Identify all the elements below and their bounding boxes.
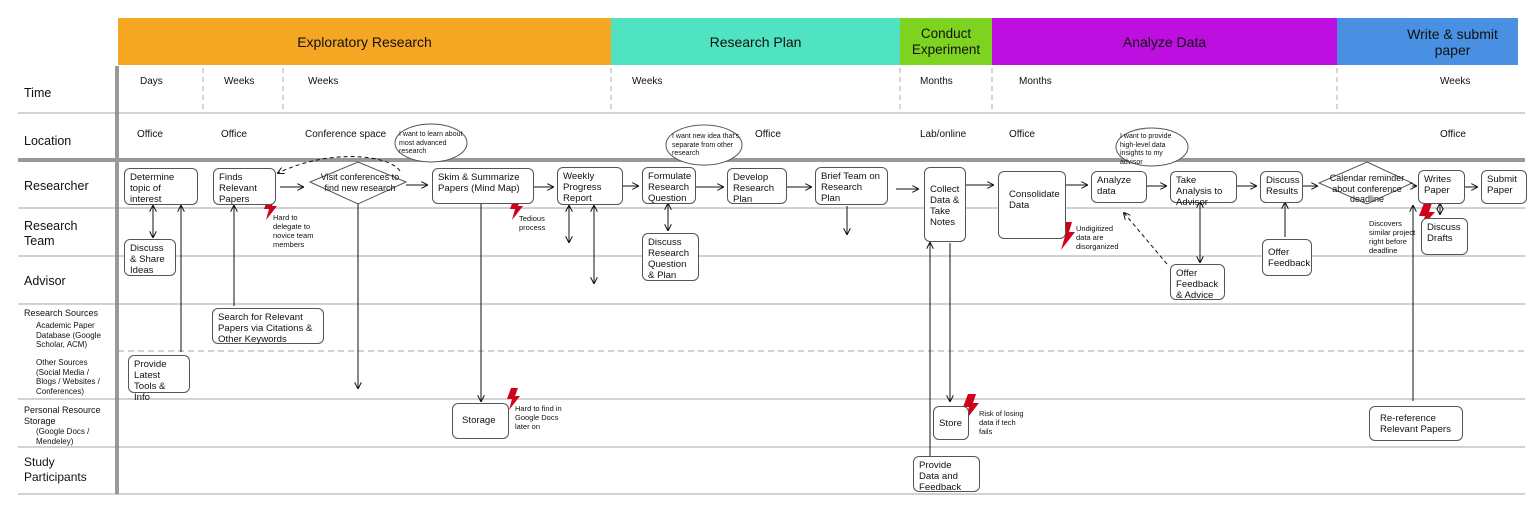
step-discuss-results: Discuss Results [1260, 171, 1303, 203]
step-analyze-data: Analyze data [1091, 171, 1147, 203]
pain-note-delegate: Hard to delegate to novice team members [273, 213, 314, 249]
step-offer-feedback-advice: Offer Feedback & Advice [1170, 264, 1225, 301]
step-store: Store [933, 406, 969, 440]
step-search-citations: Search for Relevant Papers via Citations… [212, 308, 324, 345]
time-cell: Months [920, 76, 953, 87]
time-cell: Weeks [1440, 76, 1471, 87]
thought-bubble-learn [394, 123, 468, 163]
phase-analyze-data: Analyze Data [992, 18, 1337, 65]
location-cell: Lab/online [920, 129, 967, 140]
left-rail [115, 66, 119, 494]
pain-note-tedious: Tedious process [519, 214, 546, 232]
time-cell: Days [140, 76, 163, 87]
row-label-academic-db: Academic Paper Database (Google Scholar,… [36, 321, 101, 349]
location-cell: Office [1440, 129, 1466, 140]
phase-research-plan: Research Plan [611, 18, 900, 65]
row-label-time: Time [24, 86, 52, 100]
phase-conduct-experiment: Conduct Experiment [900, 18, 992, 65]
thought-bubble-insights [1115, 127, 1189, 167]
pain-note-discovers: Discovers similar project right before d… [1369, 219, 1416, 255]
step-discuss-question: Discuss Research Question & Plan [642, 233, 699, 281]
location-cell: Office [755, 129, 781, 140]
time-cell: Weeks [308, 76, 339, 87]
time-cell: Months [1019, 76, 1052, 87]
thought-bubble-new-idea [665, 124, 743, 166]
step-re-reference: Re-reference Relevant Papers [1369, 406, 1463, 441]
calendar-reminder-diamond [1317, 161, 1414, 205]
phase-label: Write & submit paper [1407, 25, 1498, 58]
location-cell: Office [137, 129, 163, 140]
step-determine-topic: Determine topic of interest [124, 168, 198, 205]
calendar-reminder-text: Calendar reminder about conference deadl… [1329, 173, 1405, 204]
thought-insights-text: I want to provide high-level data insigh… [1120, 133, 1172, 166]
pain-point-markers [264, 198, 1435, 421]
row-label-personal-storage-sub: (Google Docs / Mendeley) [36, 427, 90, 446]
phase-exploratory-research: Exploratory Research [118, 18, 611, 65]
step-take-analysis: Take Analysis to Advisor [1170, 171, 1237, 208]
row-label-research-team: Research Team [24, 219, 78, 248]
step-offer-feedback: Offer Feedback [1262, 239, 1312, 276]
step-latest-tools: Provide Latest Tools & Info [128, 355, 190, 403]
pain-note-hard-find: Hard to find in Google Docs later on [515, 404, 562, 431]
step-develop-plan: Develop Research Plan [727, 168, 787, 205]
row-label-researcher: Researcher [24, 179, 89, 193]
step-finds-papers: Finds Relevant Papers [213, 168, 276, 205]
thought-new-idea-text: I want new idea that's separate from oth… [672, 133, 740, 157]
location-cell: Office [1009, 129, 1035, 140]
pain-icon-hard-find [507, 388, 520, 410]
step-brief-team: Brief Team on Research Plan [815, 167, 888, 205]
row-label-study-participants: Study Participants [24, 455, 87, 484]
phase-label: Analyze Data [1122, 33, 1207, 50]
step-discuss-drafts: Discuss Drafts [1421, 218, 1468, 255]
phase-label: Conduct Experiment [911, 25, 981, 57]
step-collect-data: Collect Data & Take Notes [924, 167, 966, 242]
step-formulate-question: Formulate Research Question [642, 167, 696, 204]
step-provide-data: Provide Data and Feedback [913, 456, 980, 493]
row-label-personal-storage: Personal Resource Storage [24, 405, 101, 426]
visit-conferences-text: Visit conferences to find new research [320, 172, 400, 193]
step-weekly-report: Weekly Progress Report [557, 167, 623, 205]
step-consolidate-data: Consolidate Data [998, 171, 1066, 239]
row-label-other-sources: Other Sources (Social Media / Blogs / We… [36, 358, 100, 396]
step-submit-paper: Submit Paper [1481, 170, 1527, 204]
row-label-location: Location [24, 134, 72, 148]
phase-label: Research Plan [709, 33, 802, 50]
time-dividers [202, 68, 1338, 112]
pain-note-undigitized: Undigitized data are disorganized [1076, 224, 1119, 251]
pain-icon-discovers [1419, 203, 1435, 228]
step-storage: Storage [452, 403, 509, 439]
time-cell: Weeks [224, 76, 255, 87]
step-discuss-share: Discuss & Share Ideas [124, 239, 176, 276]
researcher-divider [18, 158, 1525, 162]
location-cell: Conference space [305, 129, 387, 140]
location-cell: Office [221, 129, 247, 140]
phase-write-submit: Write & submit paper [1337, 18, 1518, 65]
row-label-research-sources: Research Sources [24, 308, 99, 318]
row-label-advisor: Advisor [24, 274, 66, 288]
phase-label: Exploratory Research [297, 33, 432, 50]
pain-note-risk: Risk of losing data if tech fails [979, 409, 1024, 436]
step-writes-paper: Writes Paper [1418, 170, 1465, 204]
time-cell: Weeks [632, 76, 663, 87]
step-skim-summarize: Skim & Summarize Papers (Mind Map) [432, 168, 534, 204]
thought-learn-text: I want to learn about most advanced rese… [399, 131, 463, 155]
